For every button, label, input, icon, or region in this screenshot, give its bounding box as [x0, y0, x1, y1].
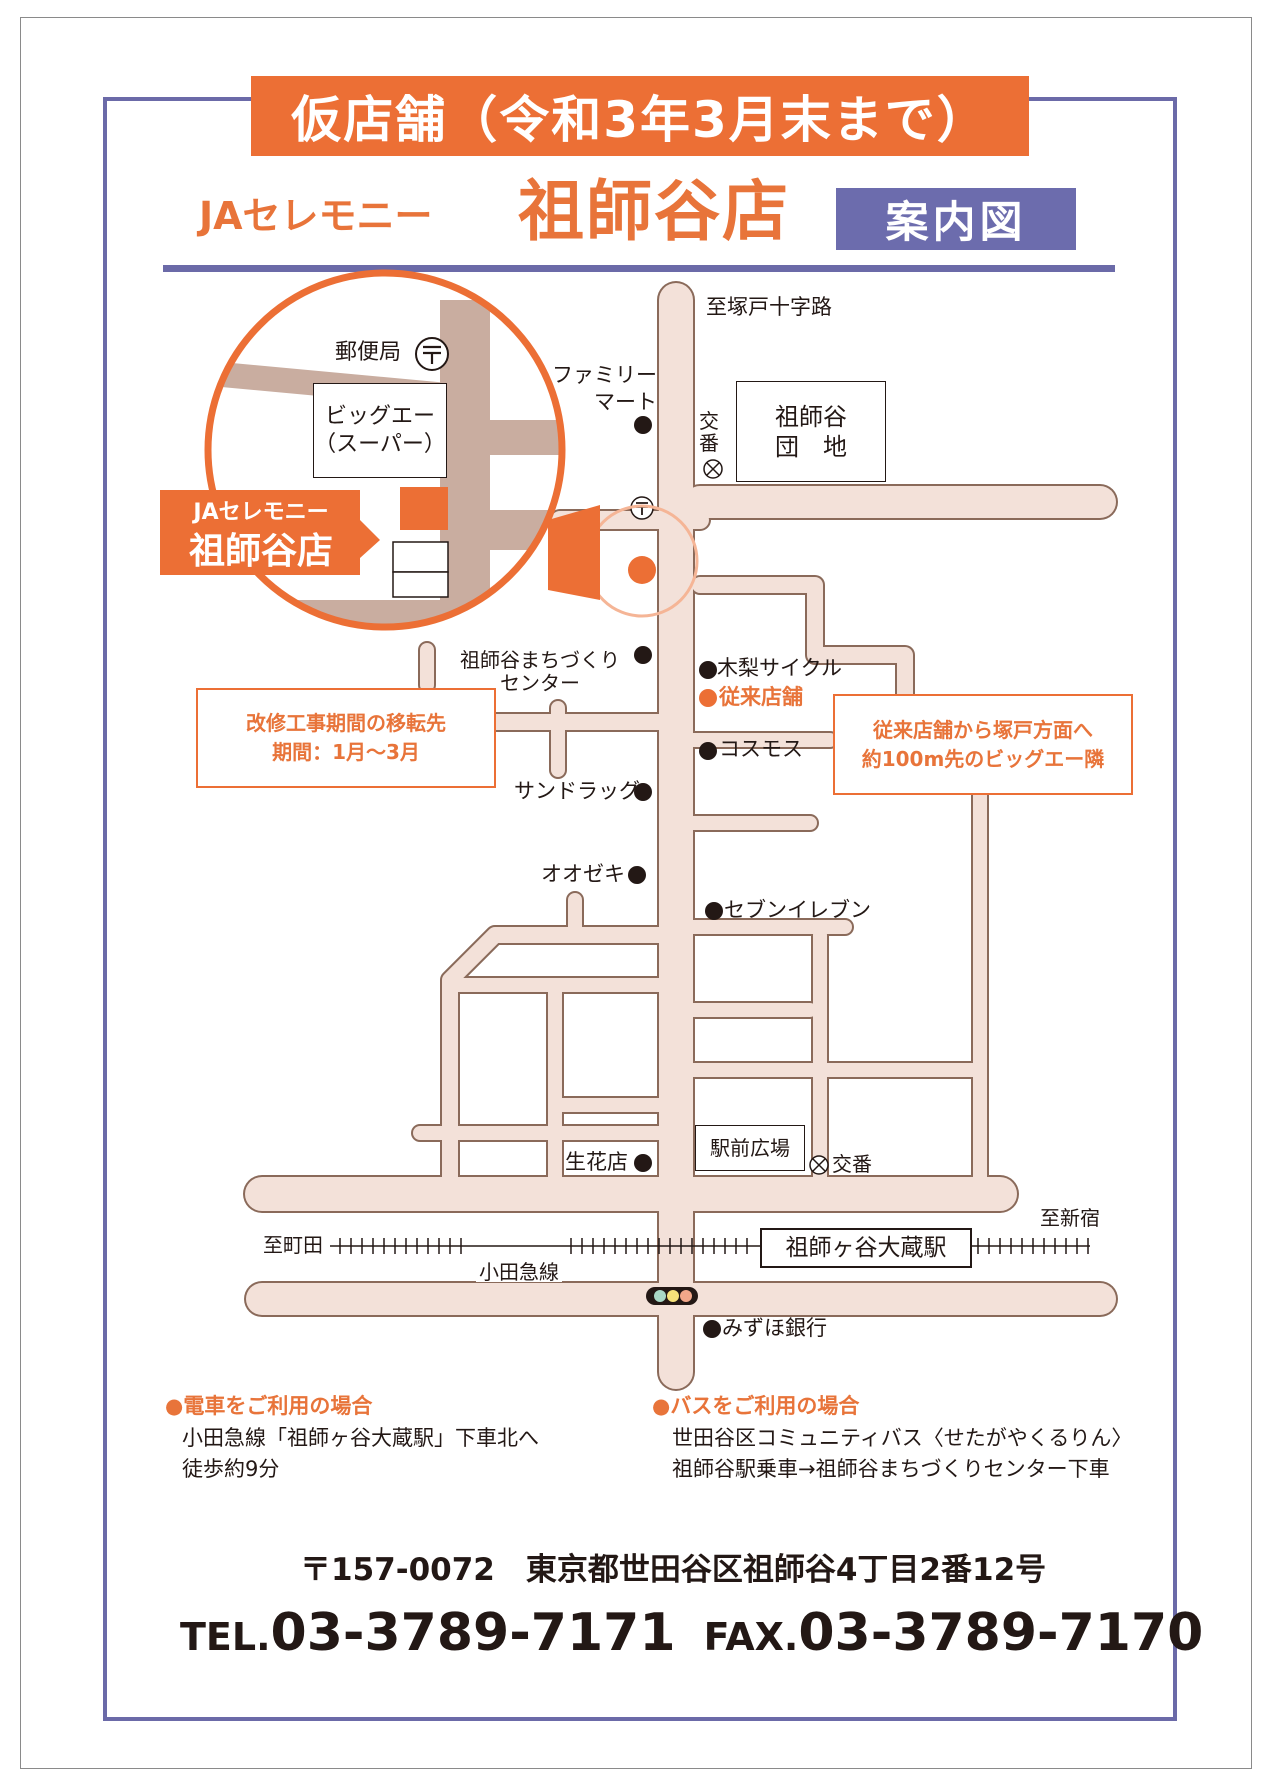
station-plaza-label: 駅前広場 [710, 1135, 790, 1160]
cosmos-label: コスモス [719, 737, 803, 761]
train-access-line1: 小田急線「祖師ヶ谷大蔵駅」下車北へ [182, 1426, 539, 1450]
florist-label: 生花店 [565, 1150, 628, 1174]
inset-callout-brand: JAセレモニー [193, 500, 329, 525]
family-mart-dot [634, 416, 652, 434]
guide-label: 案内図 [836, 188, 1076, 250]
bus-access-line2: 祖師谷駅乗車→祖師谷まちづくりセンター下車 [672, 1457, 1110, 1481]
danchi-box: 祖師谷 団 地 [736, 381, 886, 482]
machizukuri-center-dot [634, 646, 652, 664]
store-location-dot [628, 556, 656, 584]
bus-access-heading: ●バスをご利用の場合 [652, 1394, 860, 1418]
rail-line-label: 小田急線 [476, 1262, 562, 1282]
pointer-wedge [548, 505, 600, 600]
koban-south-label: 交番 [832, 1152, 872, 1176]
direction-note-line2: 約100m先のビッグエー隣 [861, 746, 1105, 771]
station-label: 祖師ヶ谷大蔵駅 [785, 1234, 947, 1261]
seven-eleven-dot [705, 902, 723, 920]
relocation-note-line1: 改修工事期間の移転先 [246, 711, 446, 735]
sundrug-dot [634, 783, 652, 801]
brand-name: JAセレモニー [199, 194, 433, 238]
ozeki-label: オオゼキ [541, 862, 625, 886]
train-access-line2: 徒歩約9分 [182, 1457, 280, 1481]
temporary-store-banner: 仮店舗（令和3年3月末まで） [251, 76, 1029, 156]
postal-address: 〒157-0072 東京都世田谷区祖師谷4丁目2番12号 [300, 1552, 1047, 1588]
store-name: 祖師谷店 [518, 173, 790, 250]
mizuho-label: みずほ銀行 [722, 1316, 827, 1340]
phone-fax-line: TEL.03-3789-7171 FAX.03-3789-7170 [180, 1607, 1203, 1659]
koban-icon-north [703, 459, 723, 479]
kinashi-cycle-label: 木梨サイクル [717, 656, 842, 680]
tel-label: TEL. [180, 1615, 271, 1659]
tel-number: 03-3789-7171 [270, 1603, 676, 1663]
road-loop-east [690, 575, 915, 710]
direction-east-label: 至新宿 [1040, 1206, 1100, 1230]
direction-west-label: 至町田 [263, 1235, 327, 1255]
bus-access-line1: 世田谷区コミュニティバス〈せたがやくるりん〉 [672, 1426, 1133, 1450]
fax-number: 03-3789-7170 [798, 1603, 1204, 1663]
cosmos-dot [699, 742, 717, 760]
inset-big-a-label: ビッグエー （スーパー） [314, 404, 446, 457]
train-access-heading: ●電車をご利用の場合 [165, 1394, 373, 1418]
title-rule [163, 265, 1115, 272]
direction-note-line1: 従来店舗から塚戸方面へ [873, 717, 1093, 742]
relocation-note-box: 改修工事期間の移転先 期間：1月〜3月 [196, 688, 496, 788]
danchi-label: 祖師谷 団 地 [775, 402, 847, 461]
koban-icon-south [809, 1155, 829, 1175]
machizukuri-center-label: 祖師谷まちづくり センター [460, 648, 620, 695]
inset-store-marker [400, 487, 448, 530]
ozeki-dot [628, 866, 646, 884]
inset-big-a-box: ビッグエー （スーパー） [313, 383, 447, 478]
sundrug-label: サンドラッグ [514, 779, 640, 803]
relocation-note-line2: 期間：1月〜3月 [272, 740, 420, 764]
traffic-signal-icon [646, 1287, 698, 1305]
outer-border [20, 17, 1252, 1769]
family-mart-label: ファミリー マート [552, 363, 657, 415]
post-office-icon-inset [415, 337, 449, 371]
railway [330, 1238, 1090, 1254]
station-box: 祖師ヶ谷大蔵駅 [760, 1228, 972, 1268]
inset-callout-store: 祖師谷店 [188, 531, 333, 572]
direction-note-box: 従来店舗から塚戸方面へ 約100m先のビッグエー隣 [833, 694, 1133, 795]
florist-dot [634, 1154, 652, 1172]
inset-callout-flag [160, 490, 380, 575]
koban-north-label: 交 番 [699, 409, 719, 455]
kinashi-cycle-dot [699, 661, 717, 679]
seven-eleven-label: セブンイレブン [724, 898, 871, 922]
inset-post-office-label: 郵便局 [335, 340, 402, 365]
station-plaza-box: 駅前広場 [695, 1125, 805, 1171]
former-store-label: 従来店舗 [719, 685, 803, 709]
direction-north-label: 至塚戸十字路 [706, 295, 832, 319]
former-store-dot [699, 689, 717, 707]
mizuho-dot [703, 1320, 721, 1338]
fax-label: FAX. [703, 1615, 799, 1659]
